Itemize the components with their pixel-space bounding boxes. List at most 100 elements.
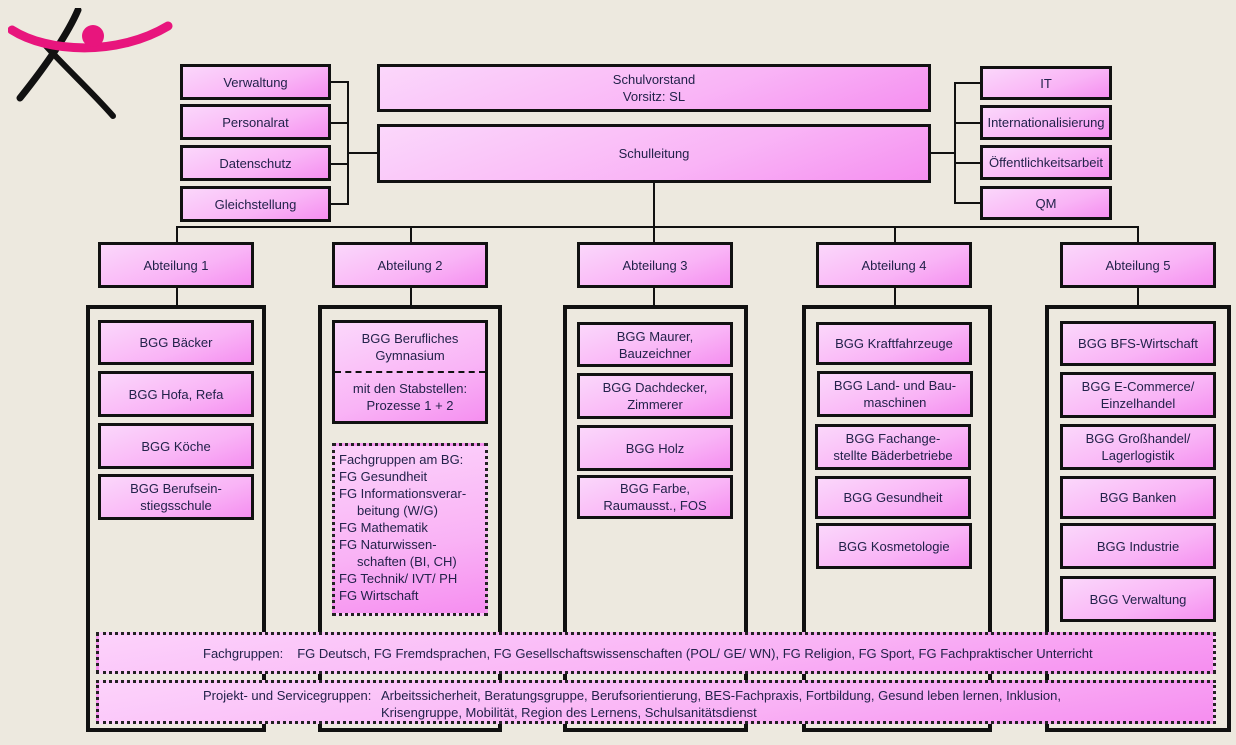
- staff-box-gleichstellung: Gleichstellung: [180, 186, 331, 222]
- group-box: BGG Köche: [98, 423, 254, 469]
- schulvorstand-subtitle: Vorsitz: SL: [622, 89, 686, 104]
- connector-line: [410, 226, 412, 243]
- connector-line: [1137, 288, 1139, 306]
- group-label: BGG E-Commerce/ Einzelhandel: [1081, 379, 1195, 411]
- group-label: BGG Kraftfahrzeuge: [835, 336, 953, 351]
- staff-box-oeffentlichkeitsarbeit: Öffentlichkeitsarbeit: [980, 145, 1112, 180]
- group-label: BGG Großhandel/ Lagerlogistik: [1085, 431, 1191, 463]
- group-box: BGG Fachange- stellte Bäderbetriebe: [815, 424, 971, 470]
- group-label: BGG Maurer, Bauzeichner: [616, 328, 694, 361]
- fachgruppen-list: FG Deutsch, FG Fremdsprachen, FG Gesells…: [297, 645, 1093, 661]
- connector-line: [954, 82, 980, 84]
- bg-box-top: BGG Berufliches Gymnasium: [335, 323, 485, 373]
- department-header-3: Abteilung 3: [577, 242, 733, 288]
- staff-box-it: IT: [980, 66, 1112, 100]
- school-logo-icon: [8, 8, 173, 119]
- group-box: BGG Industrie: [1060, 523, 1216, 569]
- projektgruppen-line: Arbeitssicherheit, Beratungsgruppe, Beru…: [381, 688, 1061, 703]
- group-box: BGG Dachdecker, Zimmerer: [577, 373, 733, 419]
- group-box: BGG Farbe, Raumausst., FOS: [577, 475, 733, 519]
- connector-line: [176, 226, 178, 243]
- projektgruppen-line: Krisengruppe, Mobilität, Region des Lern…: [381, 705, 757, 720]
- group-box: BGG Banken: [1060, 476, 1216, 519]
- connector-line: [894, 226, 896, 243]
- department-title: Abteilung 3: [622, 257, 688, 273]
- schulvorstand-box: Schulvorstand Vorsitz: SL: [377, 64, 931, 112]
- fachgruppe-bg-item: FG Mathematik: [339, 520, 428, 535]
- group-box: BGG Berufsein- stiegsschule: [98, 474, 254, 520]
- connector-line: [331, 81, 349, 83]
- group-label: BGG BFS-Wirtschaft: [1078, 336, 1198, 351]
- group-label: BGG Kosmetologie: [838, 538, 950, 554]
- group-box: BGG Verwaltung: [1060, 576, 1216, 622]
- berufliches-gymnasium-box: BGG Berufliches Gymnasium mit den Stabst…: [332, 320, 488, 424]
- group-box: BGG BFS-Wirtschaft: [1060, 321, 1216, 366]
- group-label: BGG Verwaltung: [1089, 591, 1187, 607]
- group-label: BGG Berufsein- stiegsschule: [130, 481, 222, 513]
- connector-line: [347, 152, 378, 154]
- staff-label: Öffentlichkeitsarbeit: [989, 155, 1103, 170]
- connector-line: [331, 122, 349, 124]
- fachgruppe-bg-item: FG Informationsverar-: [339, 486, 467, 501]
- staff-label: Internationalisierung: [987, 115, 1105, 130]
- staff-label: Verwaltung: [223, 74, 288, 90]
- connector-line: [1137, 226, 1139, 243]
- bg-stabstellen: mit den Stabstellen: Prozesse 1 + 2: [352, 381, 468, 413]
- connector-line: [954, 202, 980, 204]
- staff-label: QM: [1035, 195, 1057, 211]
- staff-label: IT: [1040, 75, 1052, 91]
- fachgruppe-bg-item: FG Technik/ IVT/ PH: [339, 571, 458, 586]
- fachgruppe-bg-item: FG Gesundheit: [339, 469, 428, 484]
- staff-box-internationalisierung: Internationalisierung: [980, 105, 1112, 140]
- department-header-4: Abteilung 4: [816, 242, 972, 288]
- connector-line: [176, 288, 178, 306]
- group-label: BGG Gesundheit: [843, 490, 943, 505]
- group-box: BGG Kraftfahrzeuge: [816, 322, 972, 365]
- fachgruppe-bg-item: FG Wirtschaft: [339, 588, 419, 603]
- staff-label: Gleichstellung: [214, 196, 297, 212]
- connector-line: [176, 226, 1139, 228]
- group-label: BGG Industrie: [1096, 538, 1180, 554]
- group-box: BGG Großhandel/ Lagerlogistik: [1060, 424, 1216, 470]
- connector-line: [931, 152, 956, 154]
- group-label: BGG Holz: [625, 440, 685, 456]
- fachgruppe-bg-item: schaften (BI, CH): [357, 554, 457, 569]
- schulleitung-label: Schulleitung: [618, 146, 690, 161]
- group-label: BGG Fachange- stellte Bäderbetriebe: [833, 431, 953, 463]
- connector-line: [347, 81, 349, 205]
- department-title: Abteilung 2: [377, 257, 443, 273]
- group-label: BGG Dachdecker, Zimmerer: [602, 380, 708, 412]
- bg-box-bottom: mit den Stabstellen: Prozesse 1 + 2: [335, 373, 485, 421]
- staff-label: Personalrat: [222, 114, 289, 130]
- connector-line: [653, 183, 655, 228]
- group-box: BGG Holz: [577, 425, 733, 471]
- department-title: Abteilung 5: [1105, 257, 1171, 273]
- department-header-1: Abteilung 1: [98, 242, 254, 288]
- staff-box-personalrat: Personalrat: [180, 104, 331, 140]
- connector-line: [954, 82, 956, 204]
- group-label: BGG Land- und Bau- maschinen: [833, 378, 957, 410]
- group-box: BGG Maurer, Bauzeichner: [577, 322, 733, 367]
- staff-box-verwaltung: Verwaltung: [180, 64, 331, 100]
- fachgruppen-bar: Fachgruppen: FG Deutsch, FG Fremdsprache…: [96, 632, 1216, 674]
- projektgruppen-label: Projekt- und Servicegruppen:: [203, 688, 372, 703]
- connector-line: [653, 288, 655, 306]
- group-box: BGG Bäcker: [98, 320, 254, 365]
- fachgruppe-bg-item: FG Naturwissen-: [339, 537, 437, 552]
- group-box: BGG E-Commerce/ Einzelhandel: [1060, 372, 1216, 418]
- staff-box-datenschutz: Datenschutz: [180, 145, 331, 181]
- bg-title: BGG Berufliches Gymnasium: [361, 331, 459, 363]
- group-box: BGG Gesundheit: [815, 476, 971, 519]
- staff-label: Datenschutz: [219, 155, 292, 171]
- schulvorstand-title: Schulvorstand: [612, 72, 696, 87]
- fachgruppen-bg-box: Fachgruppen am BG: FG Gesundheit FG Inform…: [332, 443, 488, 616]
- connector-line: [331, 163, 349, 165]
- connector-line: [954, 122, 980, 124]
- projektgruppen-list: Arbeitssicherheit, Beratungsgruppe, Beru…: [381, 687, 1061, 721]
- group-box: BGG Kosmetologie: [816, 523, 972, 569]
- group-label: BGG Farbe, Raumausst., FOS: [603, 481, 707, 513]
- fachgruppe-bg-item: Fachgruppen am BG:: [339, 452, 464, 467]
- staff-box-qm: QM: [980, 186, 1112, 220]
- connector-line: [410, 288, 412, 306]
- group-box: BGG Land- und Bau- maschinen: [817, 371, 973, 417]
